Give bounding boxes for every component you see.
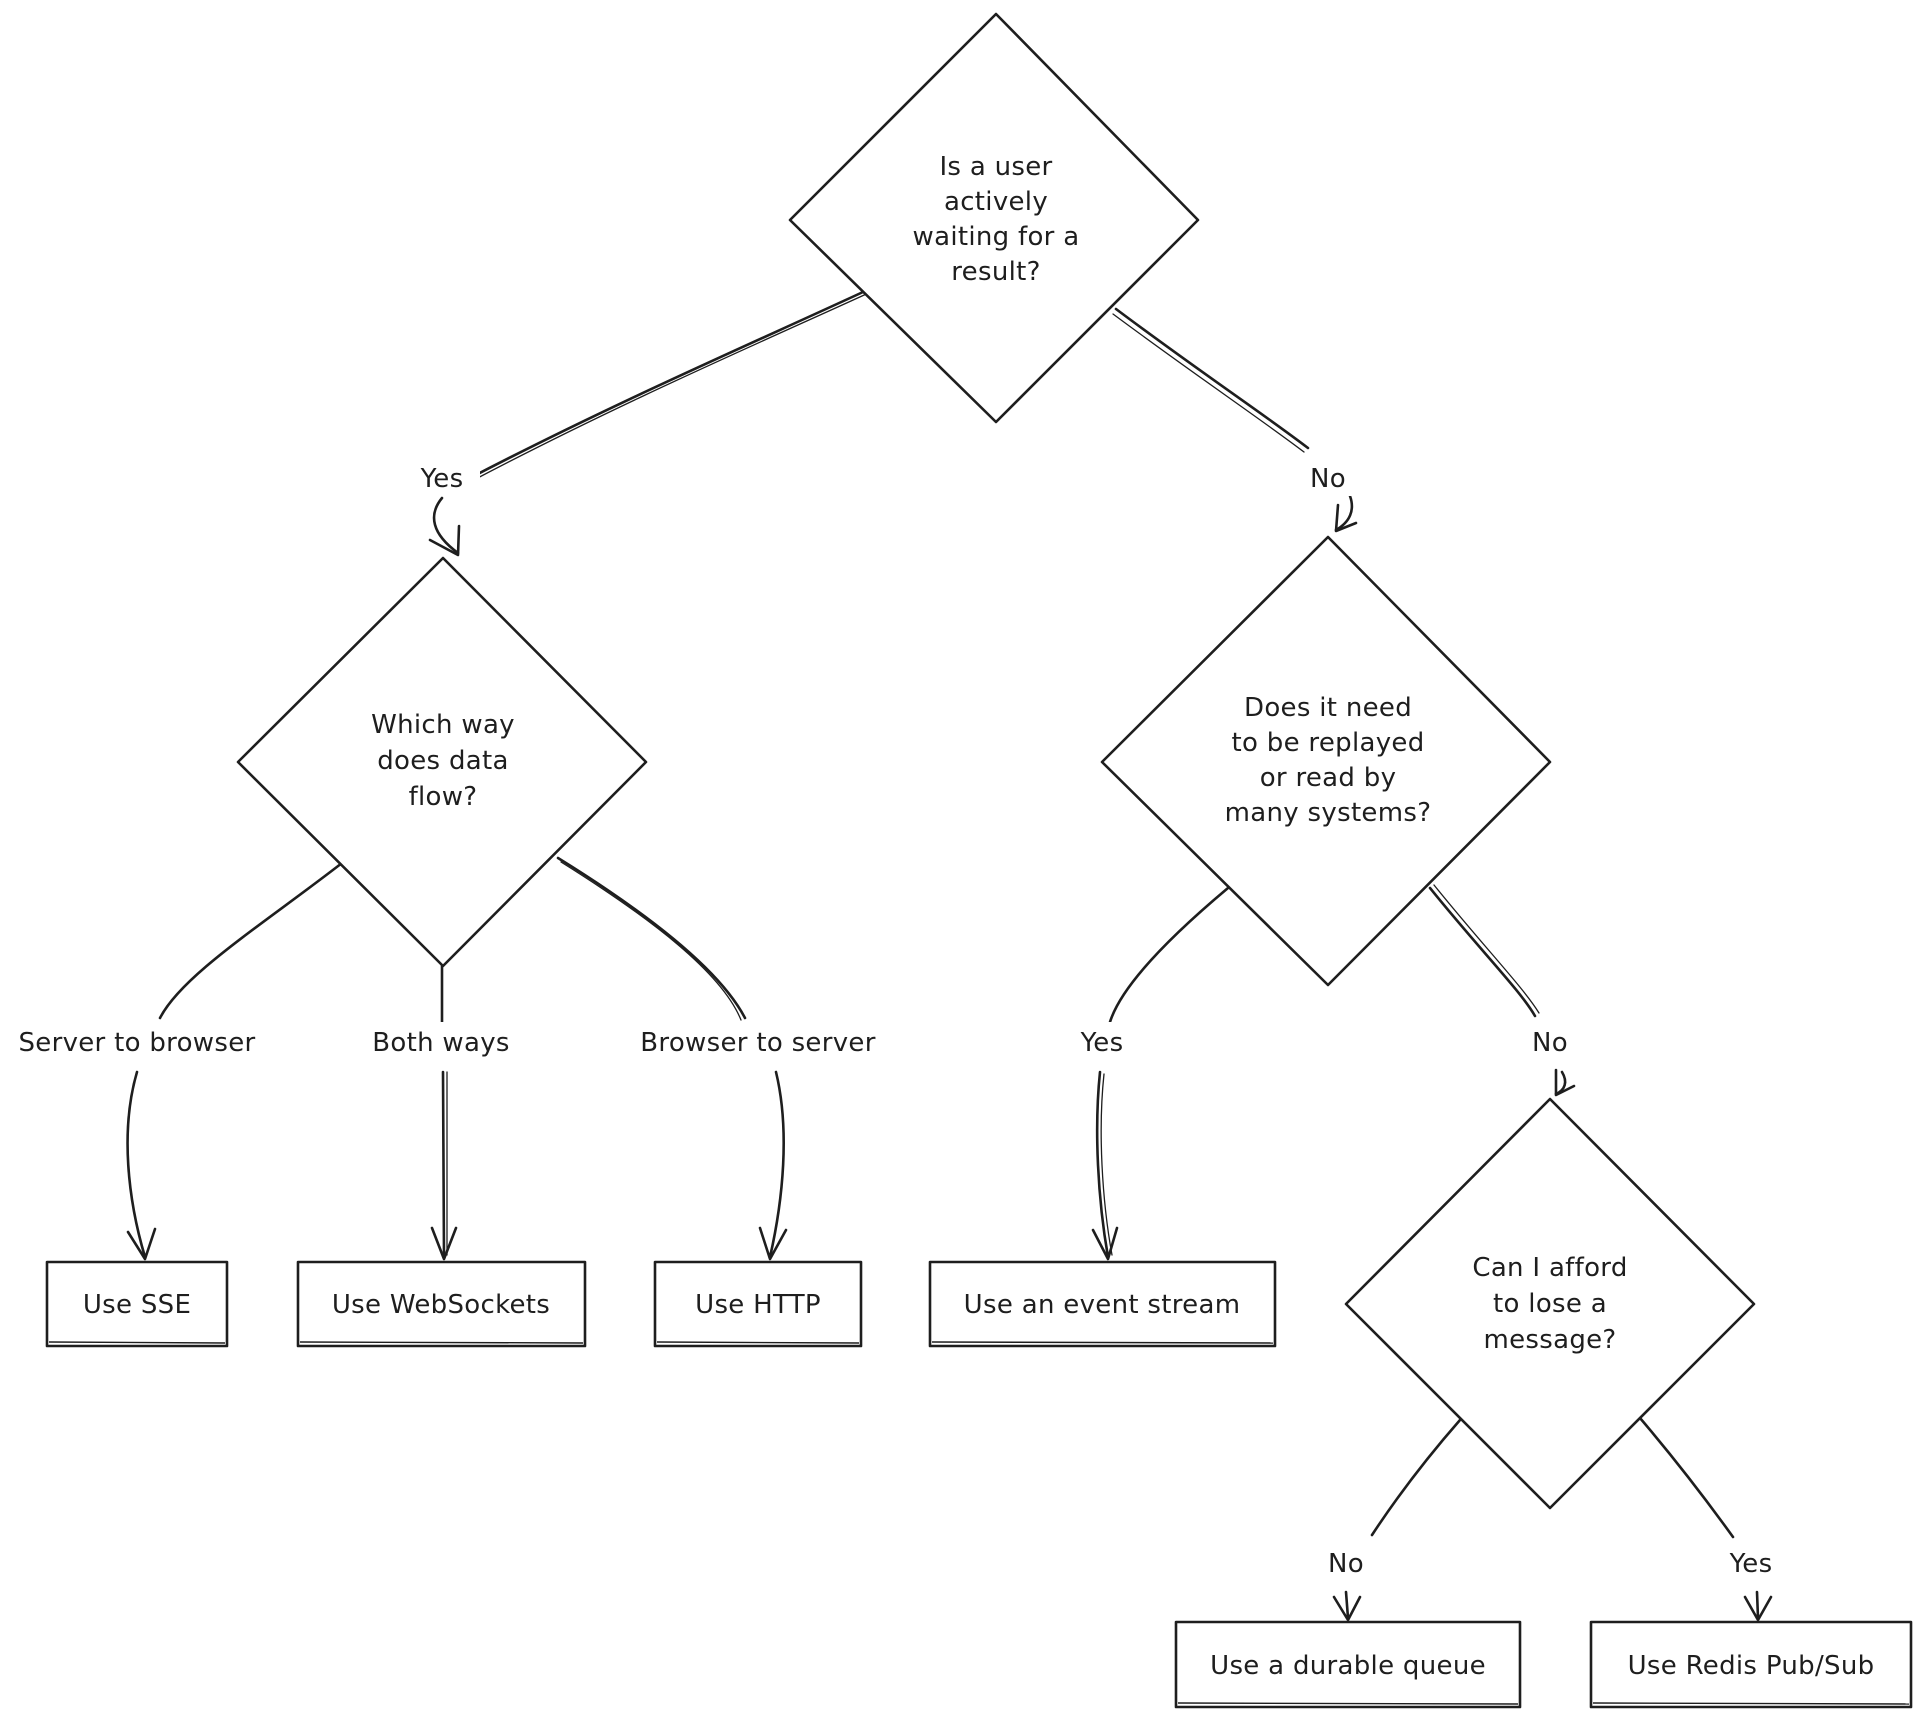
- decision-text-line: message?: [1483, 1325, 1616, 1355]
- decision-text-line: does data: [377, 746, 508, 776]
- outcome-event-stream: Use an event stream: [928, 1260, 1277, 1348]
- decision-data-flow: Which way does data flow?: [236, 556, 648, 968]
- outcome-redis-pubsub: Use Redis Pub/Sub: [1589, 1620, 1913, 1709]
- edge-lose-no: [1332, 1418, 1462, 1622]
- outcome-label: Use an event stream: [964, 1290, 1241, 1320]
- edge-label: Browser to server: [640, 1028, 875, 1058]
- decision-text-line: actively: [944, 187, 1048, 217]
- outcome-durable-queue: Use a durable queue: [1174, 1620, 1522, 1709]
- decision-user-waiting: Is a user actively waiting for a result?: [788, 12, 1200, 424]
- arrowhead: [1091, 1226, 1119, 1261]
- decision-text-line: Which way: [371, 710, 515, 740]
- edge-label-both-ways: Both ways: [362, 1022, 522, 1066]
- edge-replay-yes: [1091, 886, 1230, 1261]
- decision-replay: Does it need to be replayed or read by m…: [1100, 535, 1552, 987]
- arrowhead: [758, 1226, 788, 1261]
- edge-label: Server to browser: [18, 1028, 255, 1058]
- decision-text-line: Can I afford: [1472, 1253, 1627, 1283]
- edge-flow-server-to-browser: [126, 861, 344, 1261]
- decision-lose-message: Can I afford to lose a message?: [1344, 1097, 1756, 1510]
- arrowhead: [1332, 1595, 1362, 1622]
- outcome-label: Use SSE: [83, 1290, 191, 1320]
- outcome-sse: Use SSE: [45, 1260, 229, 1348]
- arrowhead: [1334, 503, 1358, 533]
- arrowhead: [1743, 1595, 1773, 1622]
- edge-label: Both ways: [372, 1028, 510, 1058]
- edge-label-lose-yes: Yes: [1718, 1542, 1784, 1586]
- edge-flow-both-ways: [430, 964, 458, 1261]
- arrowhead: [428, 524, 461, 557]
- edge-label-replay-yes: Yes: [1072, 1022, 1136, 1066]
- decision-text-line: many systems?: [1225, 798, 1432, 828]
- edge-flow-browser-to-server: [556, 856, 788, 1261]
- edge-label: Yes: [1729, 1549, 1773, 1579]
- decision-text-line: or read by: [1260, 763, 1397, 793]
- arrowhead: [126, 1227, 157, 1261]
- edge-label-server-to-browser: Server to browser: [10, 1022, 266, 1066]
- outcome-label: Use Redis Pub/Sub: [1628, 1651, 1875, 1681]
- edge-waiting-no: [1112, 307, 1358, 533]
- decision-text-line: to be replayed: [1232, 728, 1425, 758]
- decision-text-line: flow?: [409, 782, 478, 812]
- edge-label: No: [1532, 1028, 1568, 1058]
- decision-text-line: result?: [951, 257, 1040, 287]
- decision-text-line: Does it need: [1244, 693, 1412, 723]
- outcome-http: Use HTTP: [653, 1260, 863, 1348]
- arrowhead: [1554, 1068, 1576, 1097]
- decision-text-line: waiting for a: [913, 222, 1080, 252]
- edge-label-browser-to-server: Browser to server: [630, 1022, 886, 1066]
- edge-lose-yes: [1638, 1416, 1773, 1622]
- edge-label-waiting-no: No: [1300, 460, 1358, 496]
- arrowhead: [430, 1226, 458, 1261]
- edge-label: Yes: [420, 464, 464, 494]
- decision-text-line: Is a user: [939, 152, 1052, 182]
- outcome-label: Use HTTP: [695, 1290, 821, 1320]
- decision-text-line: to lose a: [1493, 1289, 1607, 1319]
- edge-waiting-yes: [428, 284, 878, 557]
- edge-label-waiting-yes: Yes: [410, 460, 480, 496]
- edge-label-replay-no: No: [1522, 1022, 1578, 1066]
- edge-label-lose-no: No: [1318, 1542, 1374, 1586]
- edge-label: No: [1310, 464, 1346, 494]
- edge-label: No: [1328, 1549, 1364, 1579]
- outcome-label: Use a durable queue: [1210, 1651, 1486, 1681]
- outcome-websockets: Use WebSockets: [296, 1260, 587, 1348]
- edge-label: Yes: [1080, 1028, 1124, 1058]
- outcome-label: Use WebSockets: [332, 1290, 550, 1320]
- edge-replay-no: [1428, 884, 1576, 1097]
